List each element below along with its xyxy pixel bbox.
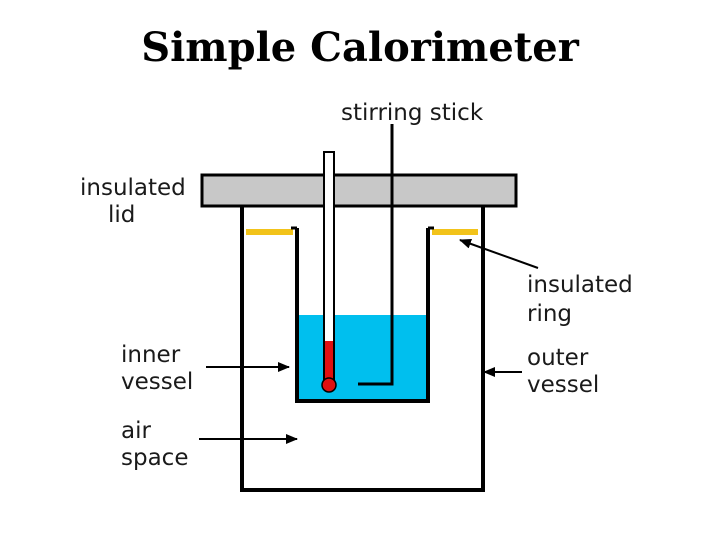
stirring-stick	[358, 124, 394, 386]
label-insulated-ring-line1: insulated	[527, 272, 633, 298]
label-outer-vessel-line1: outer	[527, 345, 589, 371]
outer-vessel	[240, 206, 485, 492]
label-air-space-line1: air	[121, 418, 151, 444]
insulated-ring-left	[246, 229, 293, 235]
insulated-lid	[200, 173, 518, 208]
label-inner-vessel-line1: inner	[121, 342, 181, 368]
thermometer-mercury	[325, 341, 333, 385]
insulated-ring-right	[432, 229, 478, 235]
label-insulated-lid-line2: lid	[108, 202, 135, 228]
label-inner-vessel-line2: vessel	[121, 369, 193, 395]
label-air-space-line2: space	[121, 445, 188, 471]
inner-vessel	[295, 228, 430, 403]
label-insulated-lid-line1: insulated	[80, 175, 186, 201]
diagram-title: Simple Calorimeter	[141, 24, 579, 71]
label-outer-vessel-line2: vessel	[527, 372, 599, 398]
water	[299, 315, 426, 399]
label-insulated-ring-line2: ring	[527, 301, 572, 327]
ring-arrow	[459, 239, 539, 269]
thermometer-bulb	[321, 377, 337, 393]
label-stirring-stick: stirring stick	[341, 100, 484, 126]
